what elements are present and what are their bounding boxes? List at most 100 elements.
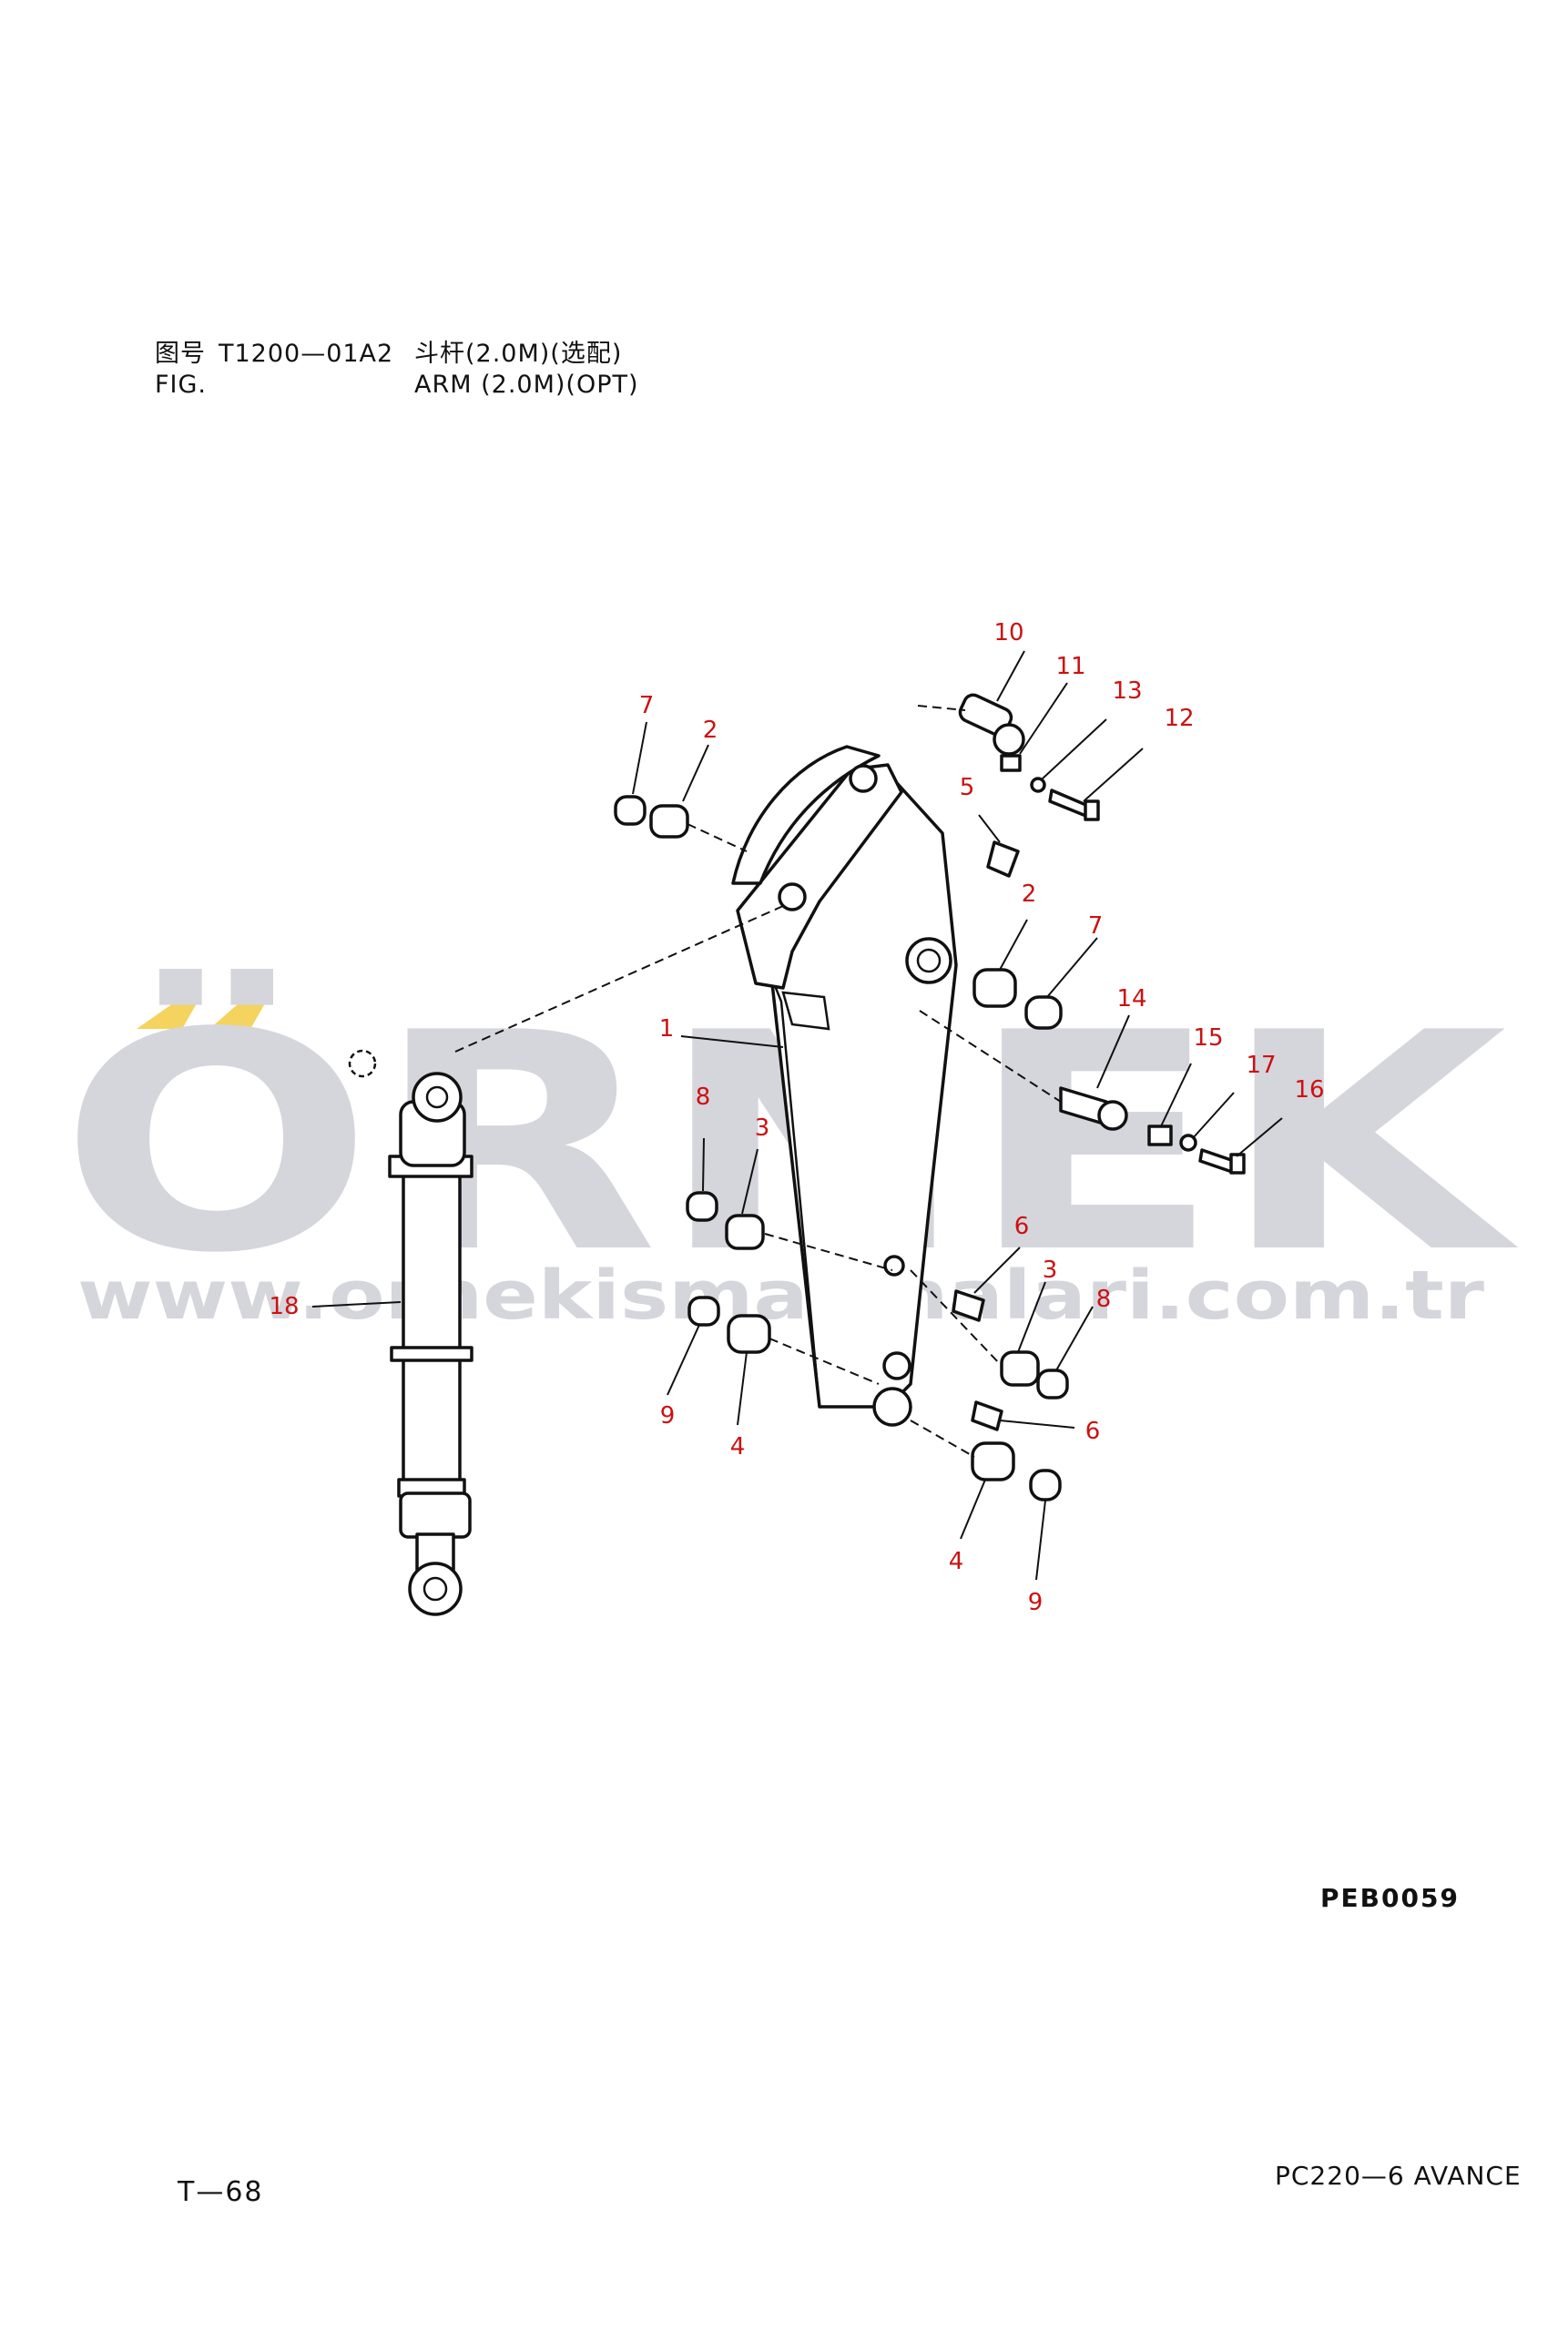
leader-11: [1019, 682, 1068, 755]
arm-body: [731, 745, 958, 1427]
leader-18: [311, 1301, 402, 1308]
callout-6: 6: [1085, 1418, 1101, 1445]
callout-5: 5: [960, 774, 975, 801]
part-2-bushing-right: [972, 968, 1017, 1008]
figure-header: 图号 T1200—01A2 斗杆(2.0M)(选配) FIG. ARM (2.0M)(…: [155, 339, 639, 401]
leader-10: [996, 650, 1025, 702]
callout-17: 17: [1246, 1052, 1276, 1079]
callout-4: 4: [949, 1548, 964, 1575]
pin-10-line: [917, 705, 966, 711]
fig-title-en: ARM (2.0M)(OPT): [414, 371, 639, 399]
part-6-grease-fitting-lower: [971, 1400, 1003, 1431]
bushing-3-line: [764, 1233, 893, 1271]
leader-17: [1192, 1092, 1235, 1139]
leader-16: [1236, 1117, 1283, 1157]
callout-3: 3: [755, 1115, 770, 1142]
part-4-bushing: [727, 1314, 771, 1354]
part-2-bushing: [649, 804, 689, 839]
leader-9a: [667, 1324, 700, 1396]
callout-3: 3: [1043, 1257, 1058, 1284]
part-7-collar-right: [1024, 995, 1063, 1030]
part-12-bolt-head: [1084, 799, 1100, 821]
callout-10: 10: [993, 619, 1023, 646]
fig-prefix-en: FIG.: [155, 371, 207, 399]
part-17-washer: [1179, 1134, 1197, 1152]
part-4-bushing-right: [971, 1441, 1015, 1481]
callout-9: 9: [660, 1402, 676, 1430]
leader-7b: [1046, 937, 1098, 998]
cylinder-rod-eye: [408, 1562, 463, 1616]
part-10-pin-head: [993, 723, 1025, 756]
cylinder-rod-bore: [423, 1576, 448, 1602]
leader-8a: [702, 1137, 705, 1192]
fig-title-cn: 斗杆(2.0M)(选配): [414, 340, 623, 368]
leader-4b: [960, 1479, 986, 1540]
callout-18: 18: [269, 1293, 299, 1320]
leader-2a: [682, 744, 709, 802]
callout-11: 11: [1055, 653, 1085, 680]
leader-7a: [632, 721, 647, 795]
part-15-plate: [1147, 1125, 1173, 1146]
callout-16: 16: [1294, 1076, 1324, 1104]
cylinder-to-arm-line: [454, 905, 784, 1053]
header-line-en: FIG. ARM (2.0M)(OPT): [155, 370, 639, 401]
watermark-accent-right: [209, 997, 269, 1029]
callout-4: 4: [730, 1433, 746, 1461]
header-line-cn: 图号 T1200—01A2 斗杆(2.0M)(选配): [155, 339, 639, 370]
part-5-grease-fitting: [986, 840, 1020, 878]
arm-band: [781, 991, 830, 1031]
leader-6b: [999, 1420, 1075, 1429]
arm-lower-boss-2: [882, 1351, 911, 1380]
arm-upper-boss: [849, 764, 878, 793]
drawing-code: PEB0059: [1320, 1883, 1460, 1913]
bushing-4-line: [769, 1338, 880, 1385]
cylinder-seal-ring: [348, 1049, 377, 1078]
callout-1: 1: [659, 1015, 675, 1043]
part-8-collar: [686, 1191, 718, 1222]
leader-4a: [737, 1351, 748, 1426]
callout-12: 12: [1164, 705, 1194, 732]
callout-numbers: 7 2 10 11 13 12 5 2 7 14 15 17 16 1 8 3 …: [269, 619, 1324, 1616]
cylinder-gland: [399, 1491, 472, 1539]
callout-8: 8: [696, 1084, 711, 1111]
arm-cylinder-boss: [905, 937, 952, 984]
leader-1: [680, 1035, 784, 1048]
part-12-bolt: [1048, 789, 1090, 819]
arm-pin-boss: [778, 882, 807, 911]
part-13-washer: [1030, 777, 1046, 793]
leader-9b: [1035, 1500, 1046, 1581]
fig-prefix-cn: 图号: [155, 340, 206, 368]
leader-3b: [1017, 1281, 1046, 1353]
leader-8b: [1055, 1306, 1094, 1371]
cylinder-tube: [402, 1168, 462, 1486]
page-number: T—68: [178, 2176, 264, 2208]
cylinder-head-eye: [412, 1072, 463, 1123]
part-3-bushing: [725, 1214, 765, 1250]
callout-6: 6: [1014, 1213, 1030, 1240]
callout-14: 14: [1116, 985, 1146, 1013]
pin-14-line: [919, 1010, 1062, 1103]
small-parts: [614, 693, 1246, 1501]
leader-12: [1083, 748, 1144, 802]
leader-2b: [999, 919, 1028, 971]
leader-3a: [741, 1148, 759, 1215]
callout-2: 2: [1022, 880, 1037, 908]
leader-15: [1160, 1063, 1192, 1127]
arm-side-edge: [772, 982, 821, 1408]
assembly-lines: [454, 705, 1062, 1458]
cylinder-clamp-lower: [390, 1346, 473, 1362]
arm-bucket-boss: [872, 1387, 912, 1427]
callout-7: 7: [1088, 912, 1104, 940]
leader-6a: [973, 1247, 1021, 1294]
bucket-cylinder: [348, 1049, 473, 1616]
part-11-plate: [1000, 754, 1022, 772]
callout-2: 2: [703, 717, 718, 744]
leader-lines: [311, 650, 1283, 1581]
leader-5: [978, 814, 1001, 843]
callout-8: 8: [1096, 1286, 1112, 1313]
fig-code: T1200—01A2: [219, 340, 394, 368]
part-7-collar: [614, 795, 647, 826]
leader-13: [1042, 718, 1107, 779]
machine-model: PC220—6 AVANCE: [1275, 2161, 1522, 2191]
